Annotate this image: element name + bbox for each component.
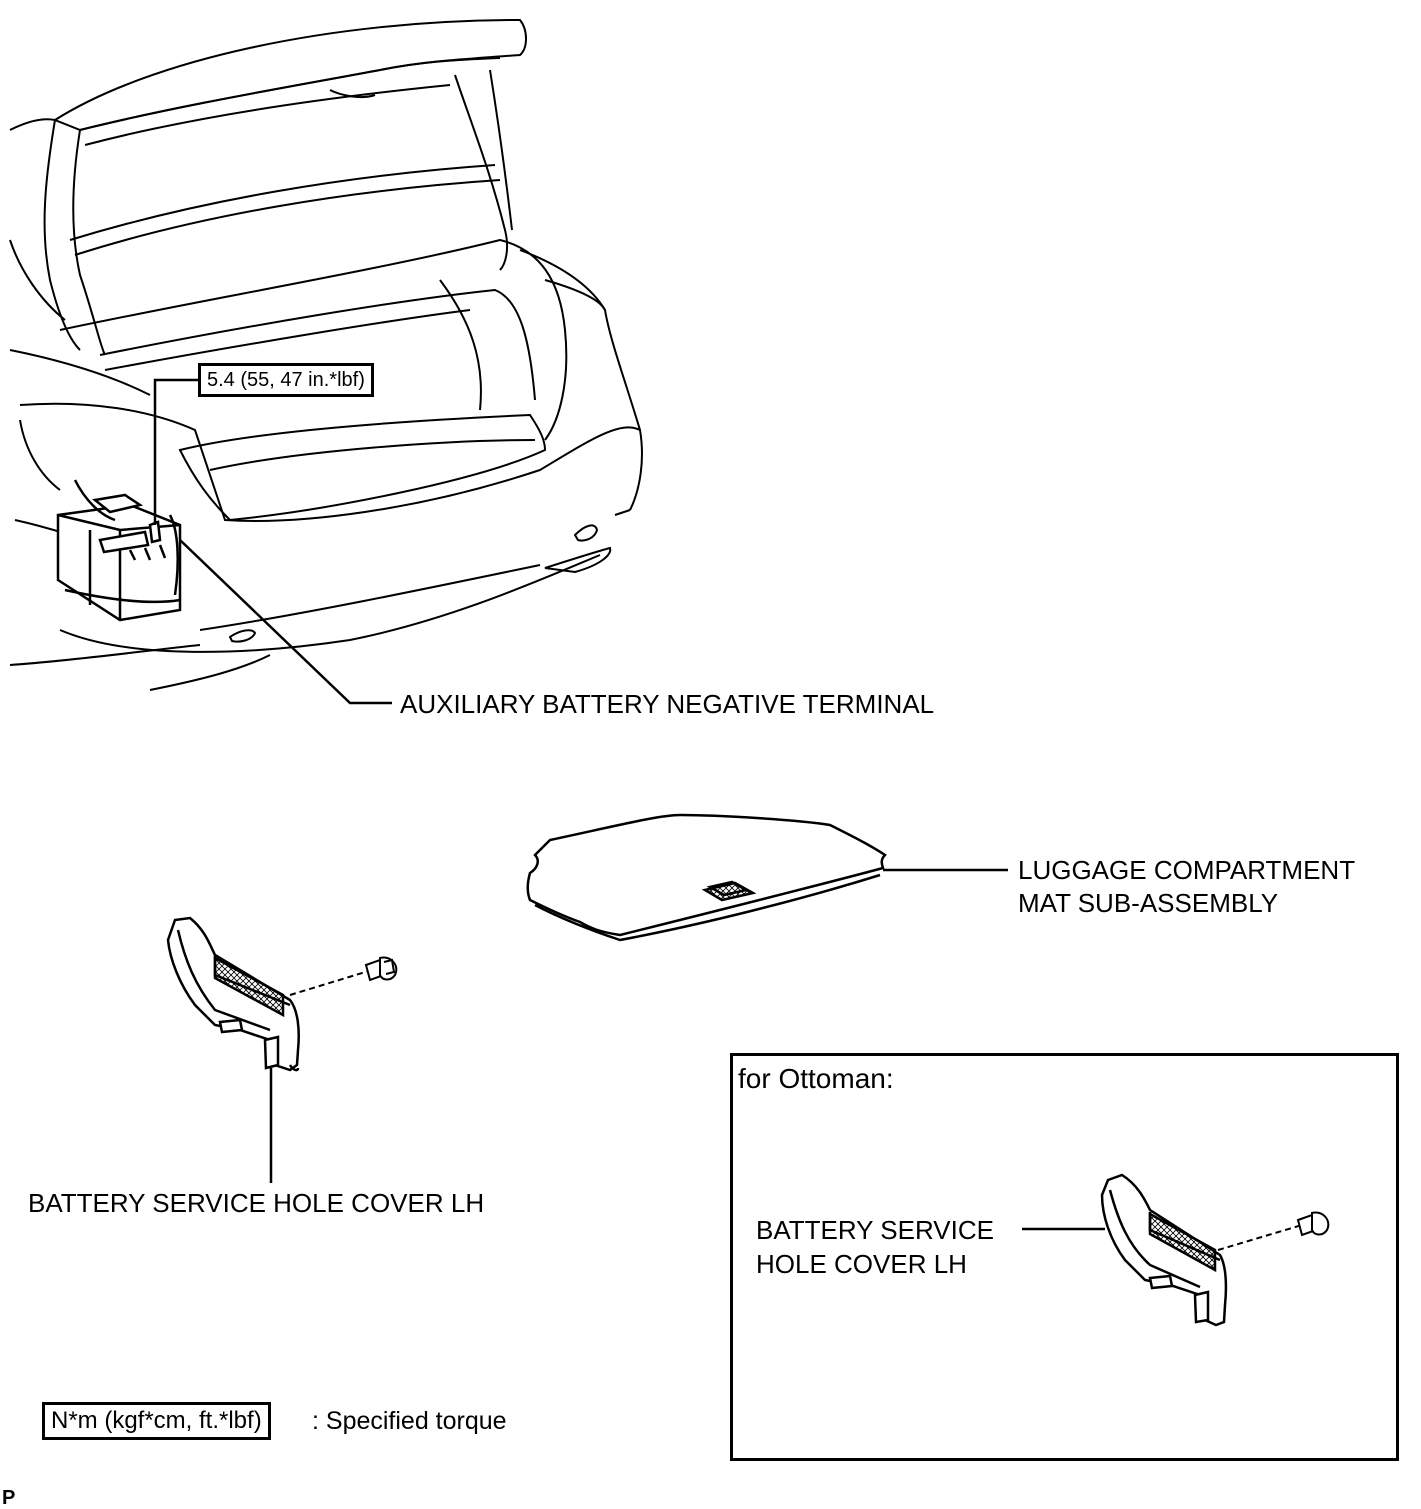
- inset-title: for Ottoman:: [738, 1063, 894, 1094]
- torque-leader-line: [153, 378, 200, 525]
- legend-unit-box: N*m (kgf*cm, ft.*lbf): [42, 1402, 271, 1440]
- terminal-leader-line: [179, 539, 392, 705]
- inset-clip-illustration: [1296, 1211, 1330, 1237]
- corner-mark: P: [2, 1487, 16, 1509]
- battery-cover-lh-label: BATTERY SERVICE HOLE COVER LH: [28, 1188, 485, 1218]
- aux-battery-negative-terminal-label: AUXILIARY BATTERY NEGATIVE TERMINAL: [400, 689, 935, 719]
- luggage-mat-label-line1: LUGGAGE COMPARTMENT: [1018, 855, 1356, 885]
- auxiliary-battery: [56, 479, 182, 622]
- inset-battery-cover-illustration: [1100, 1173, 1228, 1327]
- luggage-mat-label-line2: MAT SUB-ASSEMBLY: [1018, 888, 1279, 918]
- clip-illustration-main: [364, 956, 398, 982]
- inset-cover-label-line1: BATTERY SERVICE: [756, 1215, 994, 1245]
- ottoman-inset-box: [730, 1053, 1399, 1461]
- inset-clip-dashed-line: [1217, 1224, 1303, 1251]
- torque-spec-box: 5.4 (55, 47 in.*lbf): [198, 363, 374, 397]
- battery-cover-illustration: [166, 916, 300, 1072]
- luggage-mat-illustration: [526, 813, 887, 942]
- inset-cover-label-line2: HOLE COVER LH: [756, 1249, 967, 1279]
- legend-description: : Specified torque: [312, 1407, 507, 1435]
- clip-dashed-line-main: [289, 969, 373, 996]
